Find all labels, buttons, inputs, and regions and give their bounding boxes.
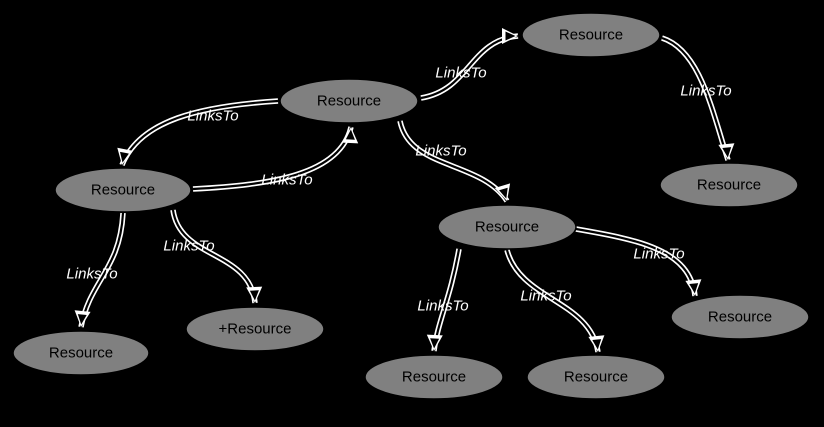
node-n5[interactable]: Resource: [437, 204, 577, 250]
edge-e10: LinksTo: [575, 226, 702, 297]
edge-label: LinksTo: [520, 288, 571, 305]
edge-label: LinksTo: [680, 83, 731, 100]
arrowhead-icon: [120, 151, 129, 163]
node-label: Resource: [697, 177, 761, 194]
edge-e7: LinksTo: [163, 209, 263, 304]
edge-e8: LinksTo: [417, 248, 469, 352]
edge-line: [661, 36, 730, 161]
edges-layer: LinksToLinksToLinksToLinksToLinksToLinks…: [66, 28, 735, 353]
node-n6[interactable]: Resource: [12, 330, 150, 376]
edge-e6: LinksTo: [66, 212, 126, 328]
arrowhead-icon: [499, 187, 508, 199]
edge-label: LinksTo: [415, 143, 466, 160]
edge-e2: LinksTo: [661, 35, 735, 161]
node-shape[interactable]: [670, 294, 810, 340]
edge-line: [120, 99, 279, 166]
node-shape[interactable]: [659, 162, 799, 208]
node-label: Resource: [708, 309, 772, 326]
edge-label: LinksTo: [187, 108, 238, 125]
node-n3[interactable]: Resource: [659, 162, 799, 208]
edge-label: LinksTo: [435, 65, 486, 82]
node-n1[interactable]: Resource: [279, 78, 419, 124]
node-shape[interactable]: [54, 167, 192, 213]
node-n2[interactable]: Resource: [521, 12, 661, 58]
arrowhead-icon: [505, 31, 516, 41]
edge-label: LinksTo: [163, 238, 214, 255]
edge-line: [398, 120, 508, 202]
node-label: Resource: [475, 219, 539, 236]
node-shape[interactable]: [279, 78, 419, 124]
edge-line: [505, 249, 600, 353]
arrowhead-icon: [345, 129, 355, 140]
edge-label: LinksTo: [417, 298, 468, 315]
node-label: +Resource: [219, 321, 292, 338]
edge-e3: LinksTo: [117, 98, 279, 167]
node-n8[interactable]: Resource: [364, 354, 504, 400]
node-shape[interactable]: [12, 330, 150, 376]
edge-e5: LinksTo: [397, 120, 511, 203]
edge-label: LinksTo: [261, 172, 312, 189]
edge-label: LinksTo: [633, 246, 684, 263]
arrowhead-icon: [77, 314, 87, 325]
edge-e4: LinksTo: [192, 126, 359, 192]
edge-line-outline: [170, 209, 258, 304]
node-n9[interactable]: Resource: [526, 354, 666, 400]
arrowhead-icon: [722, 147, 732, 158]
edge-line: [192, 126, 353, 191]
node-label: Resource: [91, 182, 155, 199]
node-label: Resource: [402, 369, 466, 386]
node-n7[interactable]: +Resource: [185, 306, 325, 352]
node-label: Resource: [559, 27, 623, 44]
node-label: Resource: [317, 93, 381, 110]
edge-e9: LinksTo: [504, 249, 605, 353]
edge-e1: LinksTo: [420, 28, 519, 101]
arrowhead-icon: [689, 283, 699, 294]
arrowhead-icon: [592, 339, 602, 350]
node-label: Resource: [49, 345, 113, 362]
node-shape[interactable]: [437, 204, 577, 250]
node-n10[interactable]: Resource: [670, 294, 810, 340]
edge-line: [171, 209, 257, 304]
node-shape[interactable]: [185, 306, 325, 352]
nodes-layer: ResourceResourceResourceResourceResource…: [12, 12, 810, 400]
arrowhead-icon: [430, 338, 440, 349]
node-n4[interactable]: Resource: [54, 167, 192, 213]
edge-label: LinksTo: [66, 266, 117, 283]
node-shape[interactable]: [521, 12, 661, 58]
node-label: Resource: [564, 369, 628, 386]
edge-line-outline: [397, 120, 510, 203]
node-shape[interactable]: [364, 354, 504, 400]
arrowhead-icon: [249, 290, 259, 301]
node-shape[interactable]: [526, 354, 666, 400]
